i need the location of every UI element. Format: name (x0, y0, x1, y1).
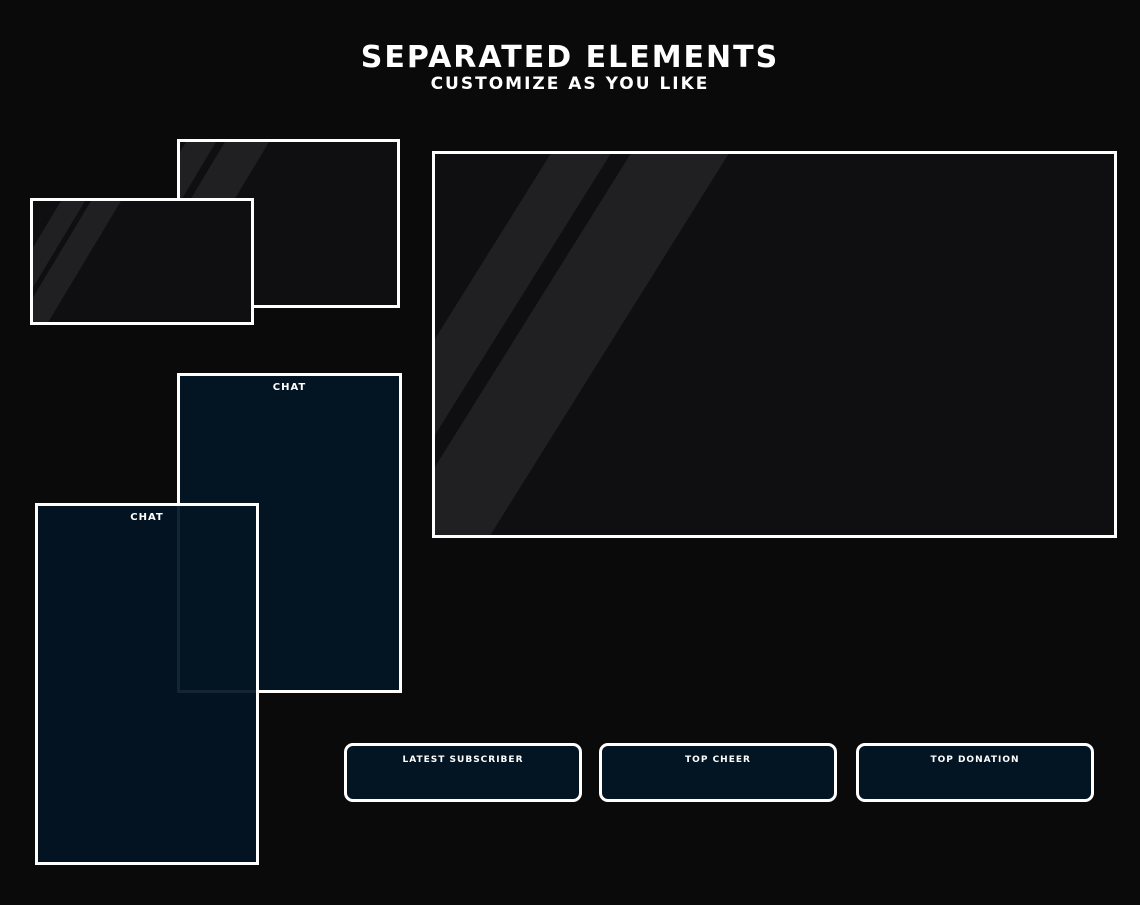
chat-label: CHAT (272, 382, 307, 393)
top-cheer-label: TOP CHEER (685, 755, 751, 765)
chat-panel-front[interactable]: CHAT (35, 503, 259, 865)
latest-subscriber-label: LATEST SUBSCRIBER (402, 755, 524, 765)
webcam-frame-front[interactable] (30, 198, 254, 325)
latest-subscriber-box[interactable]: LATEST SUBSCRIBER (344, 743, 582, 802)
top-donation-box[interactable]: TOP DONATION (856, 743, 1094, 802)
page-title: SEPARATED ELEMENTS (360, 40, 780, 75)
top-donation-label: TOP DONATION (930, 755, 1020, 765)
top-cheer-box[interactable]: TOP CHEER (599, 743, 837, 802)
chat-label: CHAT (130, 512, 164, 523)
page-subtitle: CUSTOMIZE AS YOU LIKE (430, 74, 710, 94)
main-screen-frame[interactable] (432, 151, 1117, 538)
